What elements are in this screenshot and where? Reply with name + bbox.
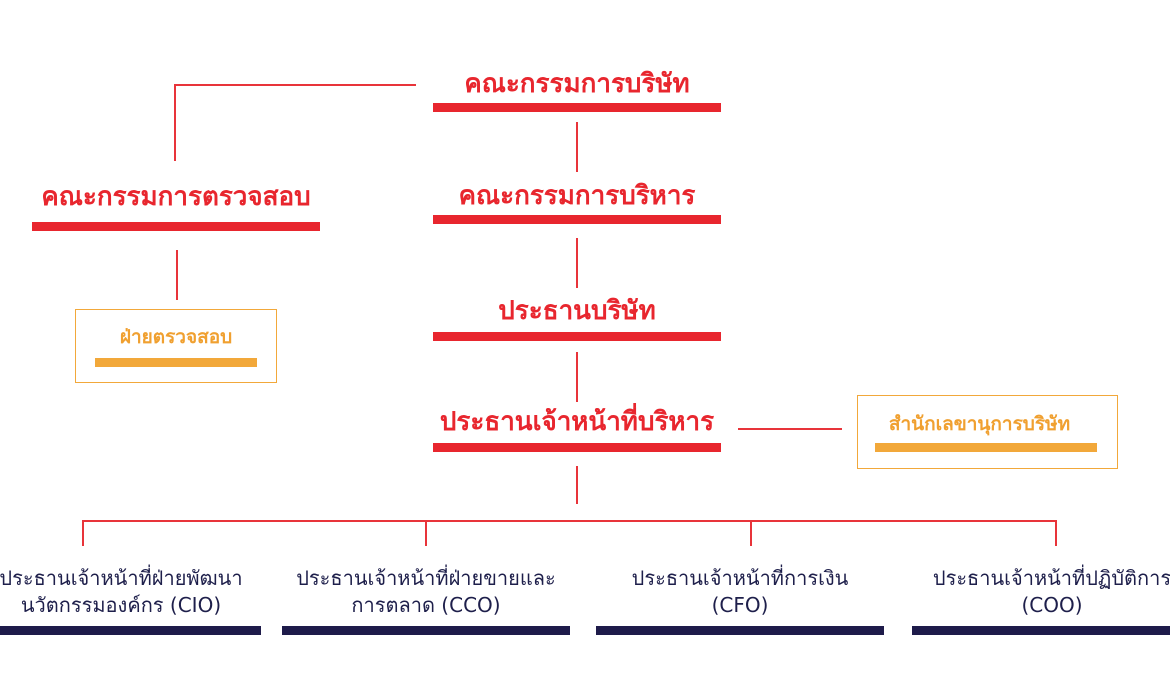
- ceo-bar: [433, 443, 721, 452]
- president-bar: [433, 332, 721, 341]
- executive-cio-line2: นวัตกรรมองค์กร (CIO): [20, 593, 222, 617]
- company-secretary-box: [857, 395, 1118, 469]
- executive-committee-bar: [433, 215, 721, 224]
- connector-executive-drop-1: [82, 520, 84, 546]
- audit-department-box: [75, 309, 277, 383]
- president-title: ประธานบริษัท: [498, 296, 656, 326]
- audit-committee-title: คณะกรรมการตรวจสอบ: [41, 182, 311, 212]
- connector-audit-to-department: [176, 250, 178, 300]
- executive-cfo-bar: [596, 626, 884, 635]
- audit-department-bar: [95, 358, 257, 367]
- executive-coo-bar: [912, 626, 1170, 635]
- board-of-directors-title: คณะกรรมการบริษัท: [464, 69, 690, 99]
- connector-executives-horizontal: [82, 520, 1056, 522]
- connector-board-to-audit-horizontal: [174, 84, 416, 86]
- audit-committee-bar: [32, 222, 320, 231]
- executive-cio-bar: [0, 626, 261, 635]
- executive-coo-line1: ประธานเจ้าหน้าที่ปฏิบัติการ: [932, 566, 1170, 590]
- company-secretary-bar: [875, 443, 1097, 452]
- executive-cco-line2: การตลาด (CCO): [351, 593, 501, 617]
- executive-cco-bar: [282, 626, 570, 635]
- executive-coo-line2: (COO): [1021, 593, 1083, 617]
- connector-executive-drop-3: [750, 520, 752, 546]
- audit-department-title: ฝ่ายตรวจสอบ: [119, 326, 233, 348]
- executive-cco-line1: ประธานเจ้าหน้าที่ฝ่ายขายและ: [296, 566, 556, 590]
- connector-executive-to-president: [576, 238, 578, 288]
- company-secretary-title: สำนักเลขานุการบริษัท: [888, 413, 1071, 435]
- board-of-directors-bar: [433, 103, 721, 112]
- executive-cio-line1: ประธานเจ้าหน้าที่ฝ่ายพัฒนา: [0, 566, 243, 590]
- connector-president-to-ceo: [576, 352, 578, 402]
- connector-board-to-executive: [576, 122, 578, 172]
- connector-ceo-to-executives: [576, 466, 578, 504]
- executive-cfo-line1: ประธานเจ้าหน้าที่การเงิน: [631, 566, 849, 590]
- connector-board-to-audit-vertical: [174, 84, 176, 161]
- connector-ceo-to-secretary: [738, 428, 842, 430]
- executive-committee-title: คณะกรรมการบริหาร: [458, 181, 696, 211]
- connector-executive-drop-4: [1055, 520, 1057, 546]
- connector-executive-drop-2: [425, 520, 427, 546]
- ceo-title: ประธานเจ้าหน้าที่บริหาร: [439, 407, 715, 437]
- executive-cfo-line2: (CFO): [711, 593, 769, 617]
